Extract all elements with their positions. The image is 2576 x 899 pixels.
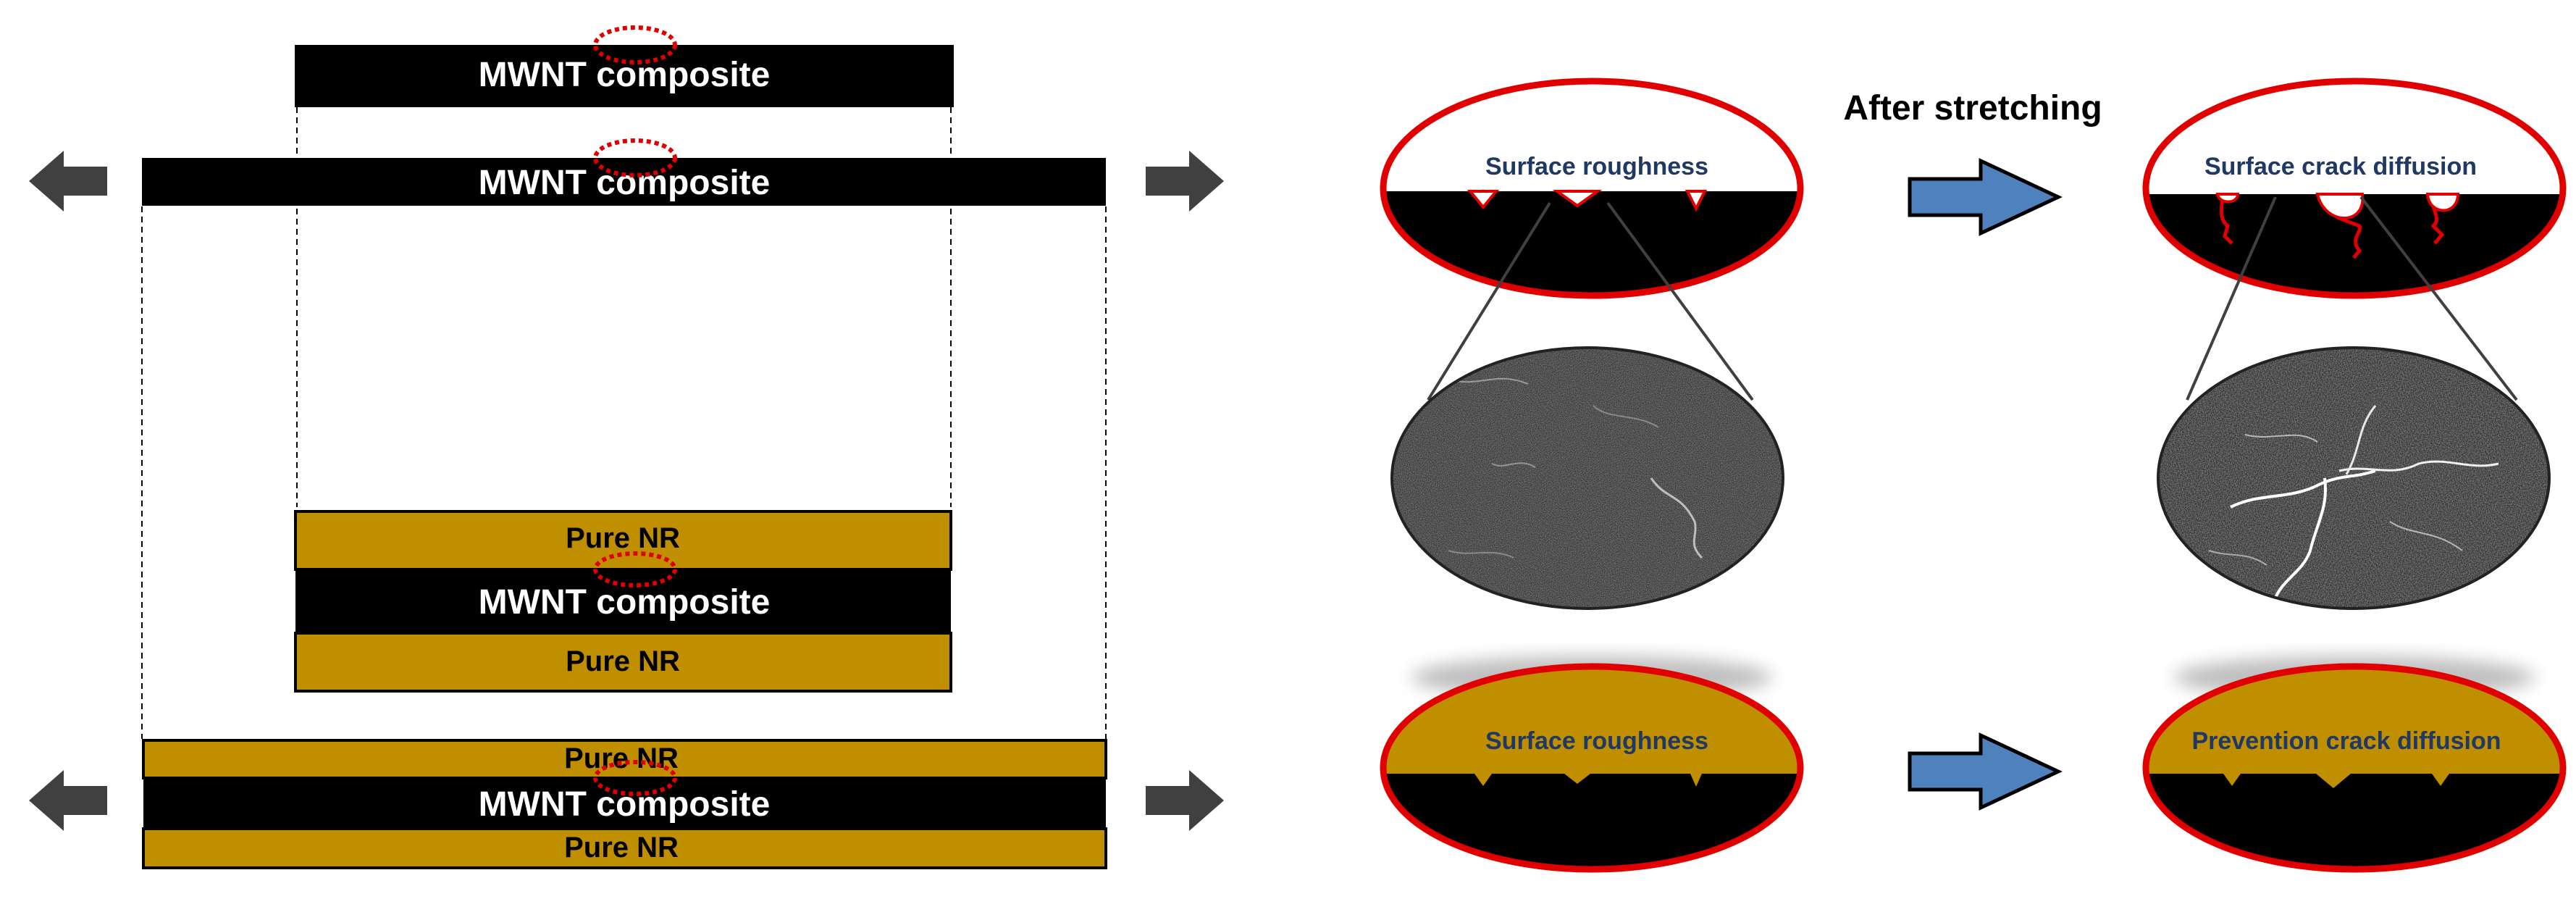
- crack-diffusion-ellipse: Surface crack diffusion: [2142, 78, 2567, 299]
- notch: [1467, 190, 1500, 210]
- sandwich-unstretched: Pure NR MWNT composite Pure NR: [294, 510, 952, 693]
- surface-roughness-label: Surface roughness: [1485, 153, 1708, 180]
- right-arrow-icon: [1146, 770, 1224, 831]
- pure-nr-bar: [294, 510, 952, 571]
- composite-layer-unstretched: MWNT composite: [295, 25, 954, 107]
- composite-label: MWNT composite: [479, 583, 771, 622]
- ellipse-border: [2142, 78, 2567, 299]
- zoom-lines: [1427, 196, 2518, 401]
- blue-arrow-icon: [1908, 732, 2063, 811]
- highlight-ring: [593, 760, 677, 796]
- pure-nr-bar: [294, 632, 952, 693]
- composite-bar: [295, 45, 954, 107]
- highlight-ring: [593, 551, 677, 588]
- zoom-line: [1427, 201, 1551, 401]
- left-arrow-icon: [29, 151, 107, 212]
- composite-bar: [295, 569, 951, 633]
- composite-bar: [142, 158, 1106, 206]
- pure-nr-label: Pure NR: [566, 522, 680, 554]
- pure-nr-label: Pure NR: [566, 645, 680, 677]
- notch: [1564, 774, 1590, 784]
- composite-layer-stretched: MWNT composite: [142, 138, 1106, 206]
- prevention-label: Prevention crack diffusion: [2192, 727, 2501, 755]
- highlight-ring: [593, 138, 677, 177]
- composite-label: MWNT composite: [479, 785, 771, 824]
- crack-diffusion-label: Surface crack diffusion: [2204, 153, 2477, 180]
- zoom-line: [1606, 201, 1754, 401]
- notch: [2223, 774, 2241, 786]
- sem-image-after: [2157, 346, 2551, 610]
- crack: [2215, 193, 2240, 204]
- ellipse-border: [2142, 663, 2567, 873]
- right-panel: After stretching Surface roughness: [1380, 78, 2567, 873]
- pure-nr-bar: [142, 827, 1107, 869]
- highlight-ring: [593, 25, 677, 64]
- pure-nr-label: Pure NR: [564, 743, 679, 774]
- sem-border: [1390, 346, 1784, 610]
- roughness-ellipse-protected: Surface roughness: [1380, 663, 1804, 873]
- pure-nr-bar: [142, 739, 1107, 779]
- composite-label: MWNT composite: [479, 164, 771, 202]
- notch: [1690, 774, 1702, 787]
- pure-nr-label: Pure NR: [564, 832, 679, 864]
- sem-border: [2157, 346, 2551, 610]
- notch: [2316, 774, 2351, 788]
- after-stretching-header: After stretching: [1843, 89, 2102, 127]
- notch: [2432, 774, 2449, 786]
- notch: [1552, 190, 1603, 208]
- blue-arrow-icon: [1908, 158, 2063, 236]
- ellipse-border: [1380, 663, 1804, 873]
- roughness-ellipse-unprotected: Surface roughness: [1380, 78, 1804, 299]
- sandwich-stretched: Pure NR MWNT composite Pure NR: [142, 739, 1107, 869]
- notch: [1685, 190, 1708, 212]
- composite-bar: [143, 778, 1106, 829]
- left-arrow-icon: [29, 770, 107, 831]
- notch: [1474, 774, 1492, 786]
- crack: [2425, 193, 2460, 212]
- zoom-line: [2359, 196, 2518, 401]
- surface-roughness-label: Surface roughness: [1485, 727, 1708, 755]
- right-arrow-icon: [1146, 151, 1224, 212]
- left-panel: MWNT composite MWNT composite Pure NR MW…: [29, 25, 1224, 869]
- zoom-line: [2186, 196, 2277, 401]
- sem-image-before: [1390, 346, 1784, 610]
- prevention-ellipse: Prevention crack diffusion: [2142, 663, 2567, 873]
- ellipse-border: [1380, 78, 1804, 299]
